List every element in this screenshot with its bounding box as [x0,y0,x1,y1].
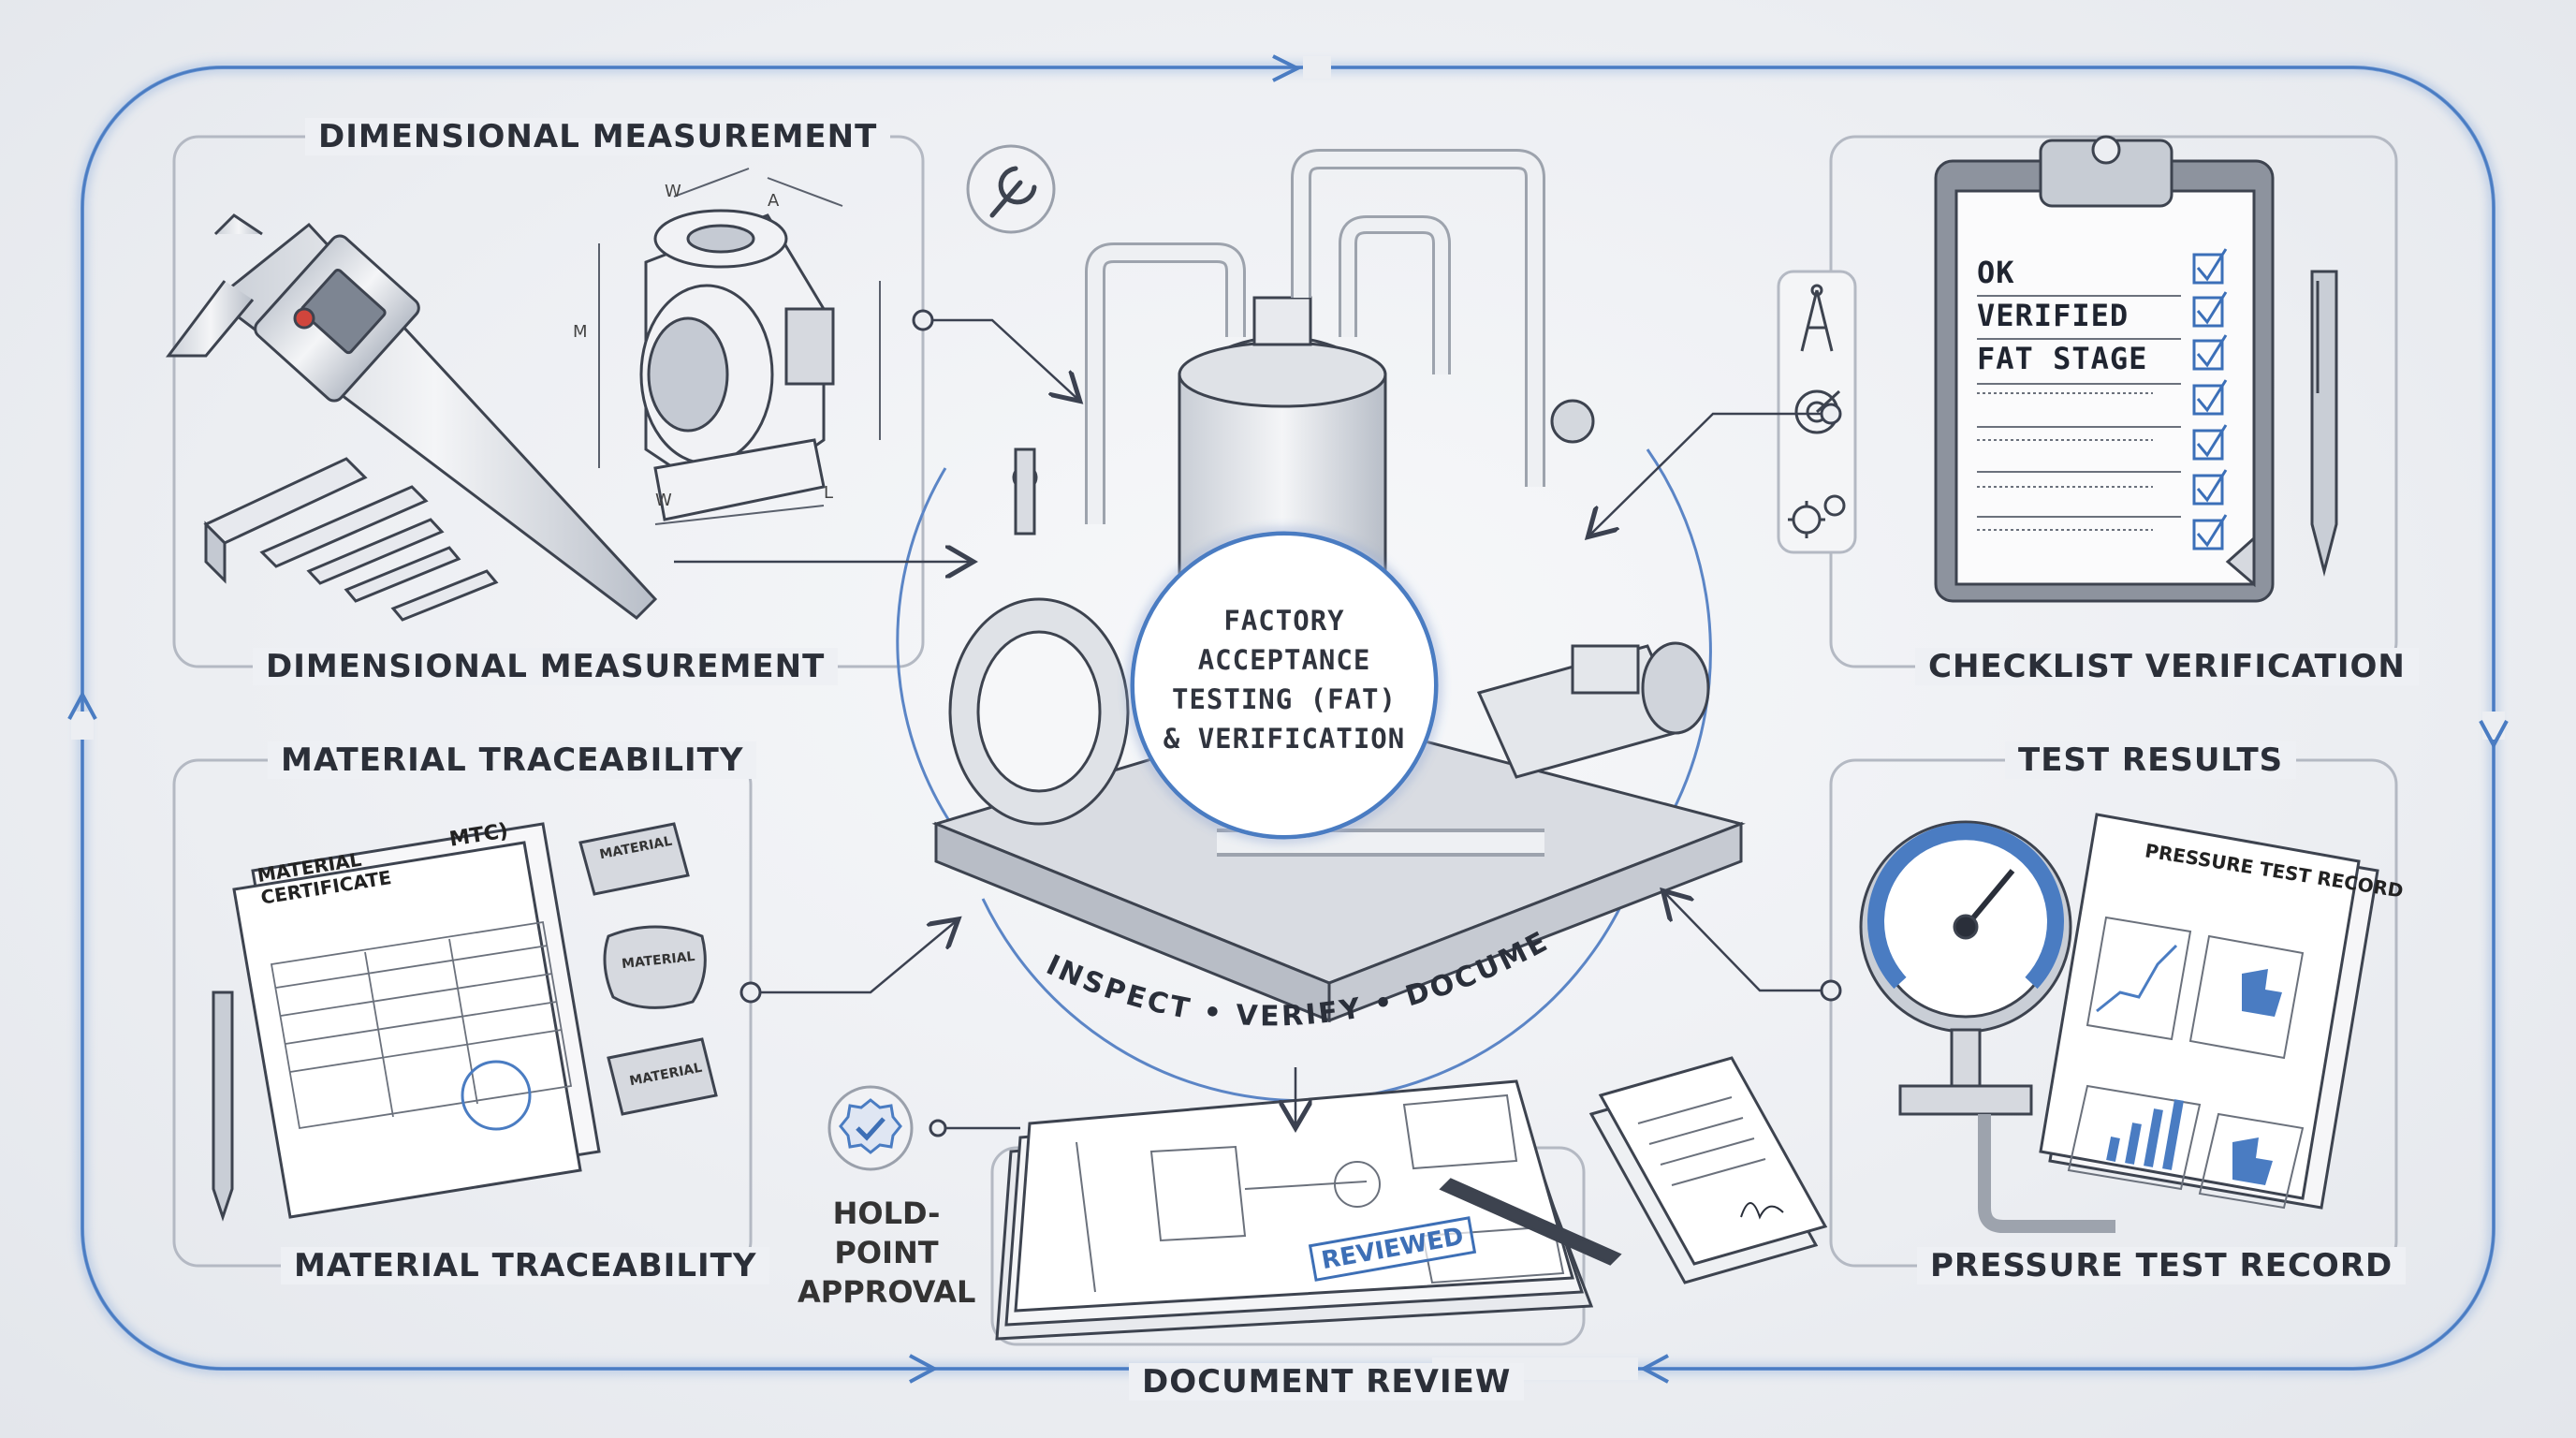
svg-text:M: M [573,322,588,342]
test-bottom-label: PRESSURE TEST RECORD [1917,1247,2407,1284]
svg-text:W: W [655,491,672,510]
gauge-blocks [203,457,499,622]
loop-arrow-top [1272,54,1302,82]
cert-seal [461,1060,532,1131]
hold-point-line-2: APPROVAL [798,1274,976,1310]
hold-point-label: HOLD-POINT APPROVAL [798,1194,975,1312]
letters-stack [1588,1056,1828,1284]
side-icon-strip [1777,270,1857,554]
checklist-item-verified: VERIFIED [1977,298,2130,333]
clipboard-icon [1934,135,2275,603]
test-top-label: TEST RESULTS [2005,741,2297,779]
pencil-icon [212,990,234,1222]
caliper-icon [166,213,658,620]
fat-skid-equipment [931,149,1746,1023]
material-blocks [578,822,718,1116]
center-title-line-4: & VERIFICATION [1163,723,1406,755]
dimension-lines [598,168,881,525]
svg-text:W: W [665,182,681,201]
material-top-label: MATERIAL TRACEABILITY [268,741,757,779]
pump-drawing [639,209,835,521]
center-title-line-3: TESTING (FAT) [1172,683,1397,715]
test-charts [2067,916,2305,1210]
pen-icon [2310,270,2338,577]
checkbox-list [2192,248,2228,550]
blueprint-drawing [1076,1093,1565,1293]
gears-icon [1788,494,1846,538]
pressure-gauge-icon [1859,820,2115,1233]
approval-check-icon [827,1085,914,1171]
dimensional-top-label: DIMENSIONAL MEASUREMENT [305,118,891,155]
letter-lines [1637,1096,1784,1220]
center-title: FACTORY ACCEPTANCE TESTING (FAT) & VERIF… [1134,601,1434,758]
svg-text:L: L [824,483,833,503]
hold-point-line-1: HOLD-POINT [832,1196,941,1270]
material-bottom-label: MATERIAL TRACEABILITY [281,1247,770,1284]
thumbs-up-icons [2232,969,2282,1185]
material-certificate [232,822,601,1219]
document-review-label: DOCUMENT REVIEW [1129,1363,1525,1401]
loop-arrow-left [67,690,97,720]
test-record-doc [2039,813,2379,1210]
loop-arrow-bottom-left [909,1354,939,1384]
checklist-item-ok: OK [1977,255,2015,290]
dimensional-bottom-label: DIMENSIONAL MEASUREMENT [253,648,839,685]
compass-icon [1800,284,1834,352]
checklist-lines [1977,295,2181,531]
loop-arrow-right [2479,720,2509,750]
loop-arrow-bottom-right [1639,1354,1669,1384]
cert-table [270,920,573,1130]
pen-icon-doc [1439,1178,1622,1266]
checklist-bottom-label: CHECKLIST VERIFICATION [1915,648,2419,685]
wrench-icon [966,144,1056,234]
center-title-line-2: ACCEPTANCE [1197,644,1371,676]
checklist-item-fat-stage: FAT STAGE [1977,341,2148,376]
svg-text:A: A [768,191,780,211]
center-title-line-1: FACTORY [1223,605,1345,637]
